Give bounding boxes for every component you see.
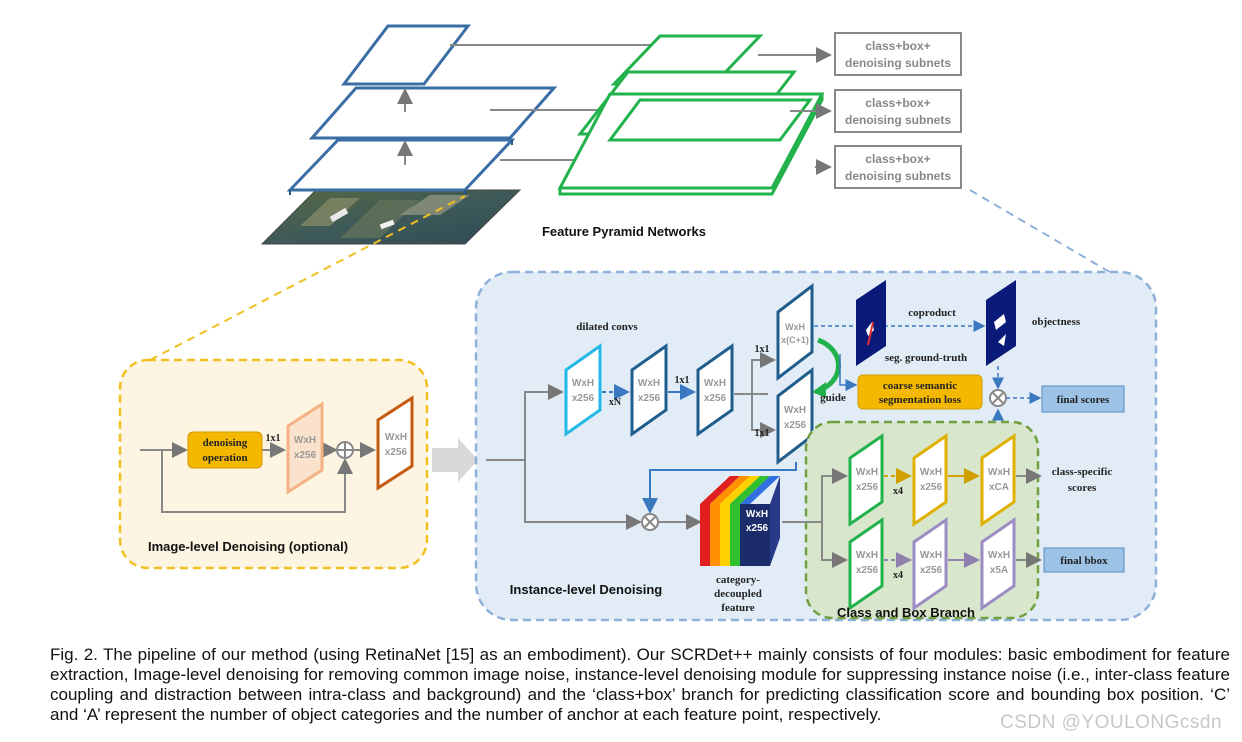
svg-text:WxH: WxH xyxy=(988,550,1010,561)
svg-text:WxH: WxH xyxy=(572,378,594,389)
svg-text:x256: x256 xyxy=(920,482,943,493)
svg-text:dilated convs: dilated convs xyxy=(576,321,638,333)
svg-text:WxH: WxH xyxy=(856,467,878,478)
box-feature-2 xyxy=(912,517,948,611)
fpn-backbone-layers xyxy=(286,24,558,192)
svg-text:1x1: 1x1 xyxy=(755,344,770,355)
category-decoupled-feature: WxH x256 xyxy=(700,476,780,566)
pipeline-diagram: class+box+ denoising subnets class+box+ … xyxy=(118,24,1158,622)
branch-title: Class and Box Branch xyxy=(837,605,975,620)
class-feature-2 xyxy=(912,433,948,527)
box-feature-1 xyxy=(848,517,884,611)
denoising-operation-box xyxy=(187,431,263,469)
box-feature-3 xyxy=(980,517,1016,611)
svg-text:xCA: xCA xyxy=(989,482,1009,493)
coarse-segmentation-loss-box xyxy=(857,374,983,410)
figure-caption: Fig. 2. The pipeline of our method (usin… xyxy=(50,645,1230,725)
instance-feature-1 xyxy=(564,343,602,437)
final-scores-box xyxy=(1041,385,1125,413)
seg-ground-truth-map xyxy=(856,280,886,366)
svg-text:guide: guide xyxy=(820,392,846,404)
instance-feature-2 xyxy=(630,343,668,437)
svg-text:WxH: WxH xyxy=(988,467,1010,478)
svg-text:WxH: WxH xyxy=(920,467,942,478)
svg-text:decoupled: decoupled xyxy=(714,588,762,600)
svg-text:segmentation loss: segmentation loss xyxy=(879,394,962,406)
fpn-section: class+box+ denoising subnets class+box+ … xyxy=(260,24,962,245)
svg-text:WxH: WxH xyxy=(385,432,407,443)
svg-text:x256: x256 xyxy=(784,420,807,431)
image-level-title: Image-level Denoising (optional) xyxy=(148,539,348,554)
class-feature-1 xyxy=(848,433,884,527)
final-bbox-box xyxy=(1043,547,1125,573)
svg-text:final scores: final scores xyxy=(1057,394,1110,406)
svg-text:class+box+: class+box+ xyxy=(865,96,930,110)
svg-text:x5A: x5A xyxy=(990,565,1008,576)
svg-text:WxH: WxH xyxy=(294,435,316,446)
svg-text:class+box+: class+box+ xyxy=(865,39,930,53)
svg-text:WxH: WxH xyxy=(856,550,878,561)
svg-text:x256: x256 xyxy=(638,393,661,404)
svg-text:WxH: WxH xyxy=(920,550,942,561)
svg-text:class-specific: class-specific xyxy=(1052,466,1113,478)
subnet-box-3: class+box+ denoising subnets xyxy=(834,145,962,189)
svg-text:denoising subnets: denoising subnets xyxy=(845,113,951,127)
svg-text:x256: x256 xyxy=(704,393,727,404)
svg-text:x256: x256 xyxy=(572,393,595,404)
svg-text:WxH: WxH xyxy=(785,322,805,332)
svg-text:denoising subnets: denoising subnets xyxy=(845,56,951,70)
image-feature-1 xyxy=(286,401,324,495)
caption-text: Fig. 2. The pipeline of our method (usin… xyxy=(50,645,1230,724)
svg-text:WxH: WxH xyxy=(746,509,768,520)
svg-text:scores: scores xyxy=(1068,482,1097,494)
svg-text:final bbox: final bbox xyxy=(1060,555,1108,567)
instance-feature-top xyxy=(776,282,814,382)
subnet-box-1: class+box+ denoising subnets xyxy=(834,32,962,76)
svg-text:1x1: 1x1 xyxy=(266,433,281,444)
svg-text:x256: x256 xyxy=(385,447,408,458)
svg-text:objectness: objectness xyxy=(1032,316,1081,328)
fpn-backbone-edges xyxy=(289,140,513,195)
svg-text:coproduct: coproduct xyxy=(908,307,956,319)
svg-text:x256: x256 xyxy=(746,523,769,534)
svg-text:1x1: 1x1 xyxy=(755,428,770,439)
svg-text:denoising subnets: denoising subnets xyxy=(845,169,951,183)
svg-text:WxH: WxH xyxy=(638,378,660,389)
class-feature-3 xyxy=(980,433,1016,527)
svg-text:x(C+1): x(C+1) xyxy=(781,335,809,345)
svg-text:x4: x4 xyxy=(893,486,903,497)
svg-text:x4: x4 xyxy=(893,570,903,581)
instance-feature-3 xyxy=(696,343,734,437)
image-level-denoising-panel: denoising operation 1x1 WxH x256 WxH x25… xyxy=(118,358,429,570)
image-feature-2 xyxy=(376,395,414,491)
watermark: CSDN @YOULONGcsdn xyxy=(1000,712,1223,733)
flow-arrow xyxy=(432,438,478,482)
class-box-branch-panel: WxH x256 x4 WxH x256 WxH xCA class-speci… xyxy=(782,420,1125,620)
svg-text:WxH: WxH xyxy=(784,405,806,416)
svg-text:class+box+: class+box+ xyxy=(865,152,930,166)
svg-text:x256: x256 xyxy=(294,450,317,461)
svg-text:1x1: 1x1 xyxy=(675,375,690,386)
svg-text:feature: feature xyxy=(721,602,755,614)
fpn-title: Feature Pyramid Networks xyxy=(542,224,706,239)
svg-text:xN: xN xyxy=(609,397,622,408)
svg-text:x256: x256 xyxy=(920,565,943,576)
subnet-box-2: class+box+ denoising subnets xyxy=(834,89,962,133)
svg-text:x256: x256 xyxy=(856,482,879,493)
svg-text:operation: operation xyxy=(202,452,247,464)
svg-text:WxH: WxH xyxy=(704,378,726,389)
svg-text:x256: x256 xyxy=(856,565,879,576)
svg-text:coarse semantic: coarse semantic xyxy=(883,380,957,392)
svg-text:category-: category- xyxy=(716,574,760,586)
svg-text:seg. ground-truth: seg. ground-truth xyxy=(885,352,967,364)
instance-level-title: Instance-level Denoising xyxy=(510,582,662,597)
svg-text:denoising: denoising xyxy=(203,437,248,449)
